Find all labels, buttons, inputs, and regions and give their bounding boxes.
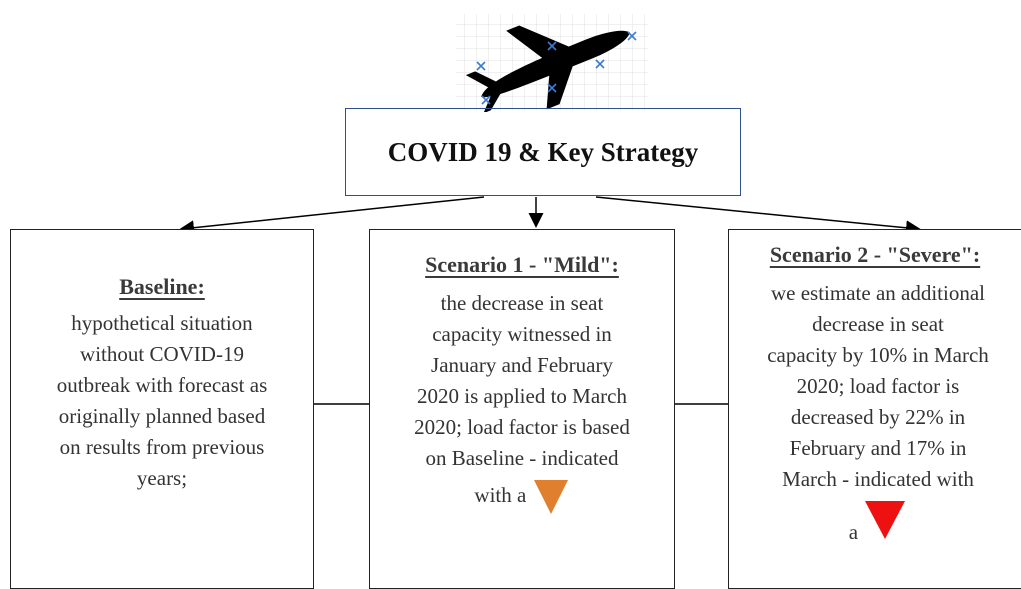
scenario-mild-line: capacity witnessed in: [432, 322, 612, 346]
scenario-mild-line: January and February: [431, 353, 613, 377]
scenario-severe-box: Scenario 2 - "Severe": we estimate an ad…: [728, 229, 1021, 589]
airplane-icon: [452, 12, 657, 114]
scenario-mild-box: Scenario 1 - "Mild": the decrease in sea…: [369, 229, 675, 589]
scenario-mild-heading: Scenario 1 - "Mild":: [425, 252, 619, 277]
baseline-line: without COVID-19: [80, 342, 244, 366]
scenario-severe-line: 2020; load factor is: [796, 374, 960, 398]
scenario-severe-line: we estimate an additional: [770, 281, 985, 305]
arrow-to-severe: [595, 196, 921, 236]
red-down-triangle-icon: [865, 501, 906, 539]
baseline-description: hypothetical situation without COVID-19 …: [25, 308, 299, 494]
scenario-severe-description: we estimate an additional decrease in se…: [741, 278, 1015, 548]
arrow-to-baseline: [179, 196, 485, 236]
scenario-mild-tail: with a: [390, 478, 654, 516]
baseline-line: hypothetical situation: [71, 311, 253, 335]
scenario-mild-line: 2020; load factor is based: [414, 415, 630, 439]
scenario-severe-line: March - indicated with: [782, 467, 974, 491]
scenario-severe-line: decreased by 22% in: [790, 405, 966, 429]
scenario-mild-line: 2020 is applied to March: [417, 384, 627, 408]
scenario-severe-line: February and 17% in: [789, 436, 967, 460]
scenario-severe-tail: a: [741, 499, 1015, 548]
diagram-title: COVID 19 & Key Strategy: [387, 136, 699, 167]
scenario-mild-line: on Baseline - indicated: [425, 446, 619, 470]
scenario-mild-tail-text: with a: [474, 482, 527, 507]
baseline-line: outbreak with forecast as: [56, 373, 268, 397]
scenario-mild-description: the decrease in seat capacity witnessed …: [390, 288, 654, 516]
scenario-severe-line: decrease in seat: [812, 312, 944, 336]
scenario-severe-heading: Scenario 2 - "Severe":: [769, 242, 981, 267]
baseline-line: originally planned based: [58, 404, 266, 428]
baseline-box: Baseline: hypothetical situation without…: [10, 229, 314, 589]
scenario-mild-line: the decrease in seat: [440, 291, 604, 315]
scenario-severe-line: capacity by 10% in March: [767, 343, 989, 367]
scenario-severe-tail-text: a: [848, 519, 859, 544]
baseline-heading: Baseline:: [119, 274, 205, 299]
orange-down-triangle-icon: [533, 480, 568, 514]
title-box: COVID 19 & Key Strategy: [345, 108, 741, 196]
baseline-line: years;: [136, 466, 188, 490]
baseline-line: on results from previous: [59, 435, 265, 459]
